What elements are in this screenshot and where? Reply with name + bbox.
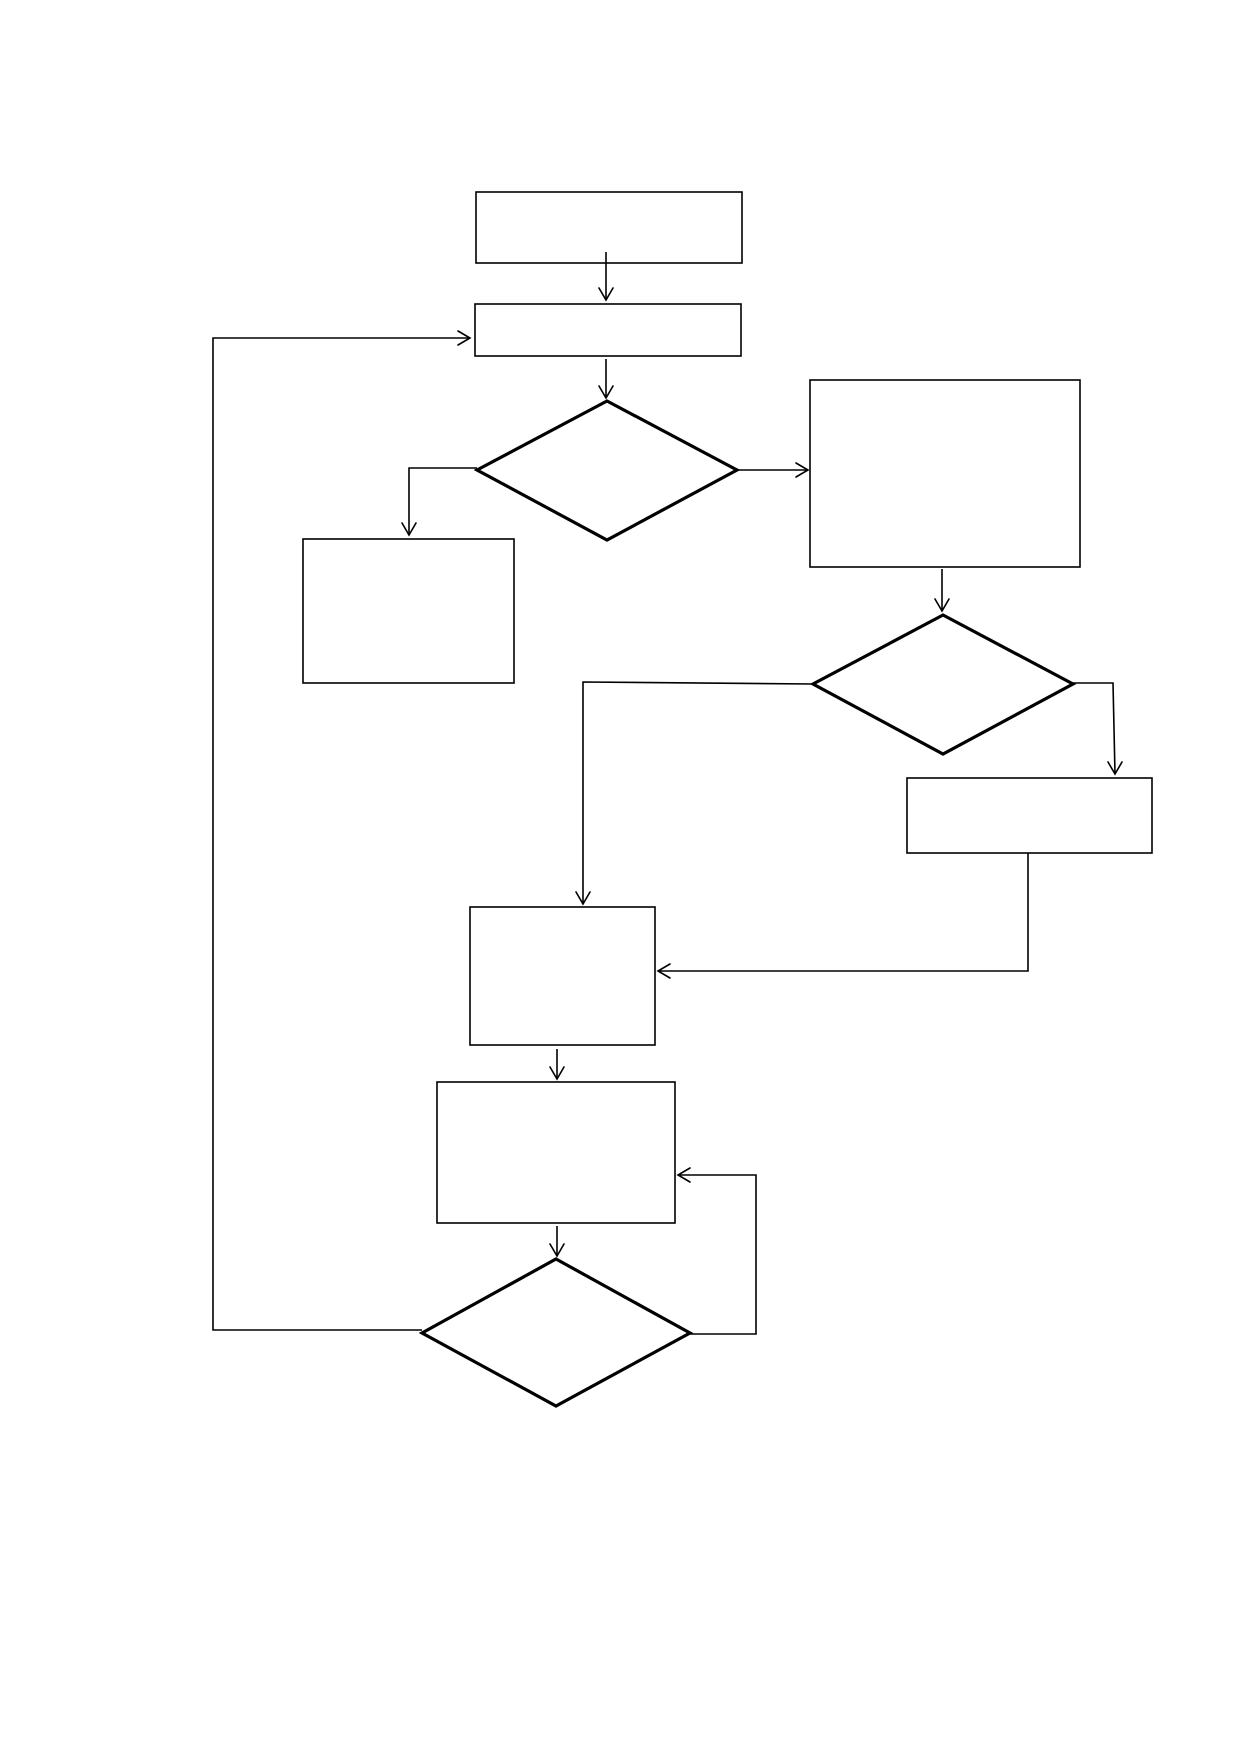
arrowhead-right-box4 <box>795 462 810 478</box>
arrowhead-down-box3 <box>401 522 417 537</box>
process-box-7 <box>436 1081 676 1224</box>
decision-diamond-1 <box>473 399 741 542</box>
arrowhead-down-box5 <box>1107 761 1123 776</box>
connector-decision3-loop-to-box2 <box>212 337 470 1331</box>
arrowhead-down-box7 <box>549 1066 565 1081</box>
connector-box5-to-box6 <box>658 853 1029 972</box>
arrowhead-down-box6 <box>575 891 591 906</box>
process-box-4 <box>809 379 1081 568</box>
arrowhead-left-box7 <box>676 1167 691 1183</box>
process-box-5 <box>906 777 1153 854</box>
process-box-6 <box>469 906 656 1046</box>
decision-diamond-3 <box>418 1257 694 1408</box>
arrowhead-down-decision3 <box>549 1243 565 1258</box>
arrowhead-down-decision2 <box>934 598 950 613</box>
connector-decision2-to-box6 <box>582 681 814 904</box>
arrowhead-down-box2 <box>598 287 614 302</box>
connector-decision1-to-box3 <box>408 467 477 535</box>
arrowhead-right-box2 <box>457 330 472 346</box>
connector-decision2-to-box5 <box>1073 682 1116 775</box>
process-box-1 <box>475 191 743 264</box>
process-box-2 <box>474 303 742 357</box>
process-box-3 <box>302 538 515 684</box>
arrowhead-left-box6 <box>656 963 671 979</box>
arrowhead-down-decision1 <box>598 385 614 400</box>
decision-diamond-2 <box>809 613 1077 756</box>
connector-decision3-loop-to-box7 <box>678 1174 757 1335</box>
